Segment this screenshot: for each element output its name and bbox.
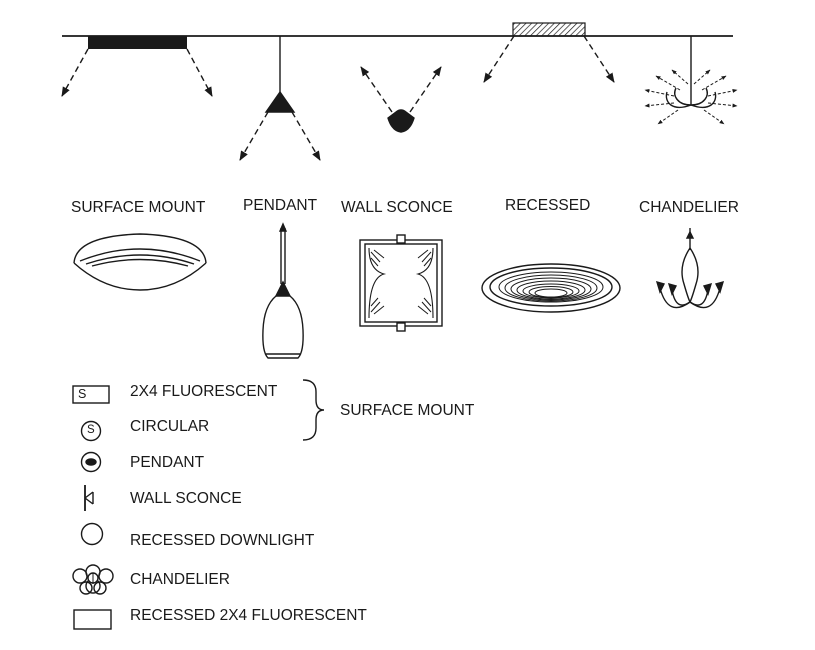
fixture-label-surface-mount: SURFACE MOUNT [71,199,206,216]
surface-mount-fixture-icon [73,233,207,291]
fixture-label-wall-sconce: WALL SCONCE [341,199,453,216]
chandelier-distribution-icon [644,36,738,125]
legend-label-wall-sconce: WALL SCONCE [130,490,242,507]
legend-symbol-chandelier-icon [72,564,114,595]
recessed-distribution-icon [483,22,615,83]
fixture-label-chandelier: CHANDELIER [639,199,739,216]
legend-symbol-circular-icon [80,420,102,442]
legend-label-pendant: PENDANT [130,454,205,471]
legend-symbol-circular-letter: S [87,424,95,436]
pendant-distribution-icon [239,36,321,161]
chandelier-fixture-icon [655,228,725,309]
legend-label-recessed-fluorescent-2x4: RECESSED 2X4 FLUORESCENT [130,607,367,624]
wall-sconce-fixture-icon [359,234,443,332]
legend-symbol-fluorescent-2x4-letter: S [78,387,87,401]
wall-sconce-distribution-icon [360,66,442,133]
legend-label-circular: CIRCULAR [130,418,210,435]
legend-group-label-surface-mount: SURFACE MOUNT [340,402,475,419]
legend-label-recessed-downlight: RECESSED DOWNLIGHT [130,532,315,549]
legend-symbol-recessed-fluorescent-2x4-icon [73,609,112,630]
pendant-fixture-icon [262,222,304,359]
surface-mount-group-brace [302,379,325,441]
legend-symbol-pendant-icon [80,451,102,473]
surface-mount-distribution-icon [61,36,213,97]
recessed-fixture-icon [481,263,621,313]
fixture-label-recessed: RECESSED [505,197,591,214]
legend-symbol-wall-sconce-icon [84,485,94,511]
legend-symbol-recessed-downlight-icon [80,522,104,546]
legend-symbol-fluorescent-2x4-icon [72,385,110,404]
legend-label-chandelier: CHANDELIER [130,571,230,588]
fixture-label-pendant: PENDANT [243,197,318,214]
legend-label-fluorescent-2x4: 2X4 FLUORESCENT [130,383,278,400]
